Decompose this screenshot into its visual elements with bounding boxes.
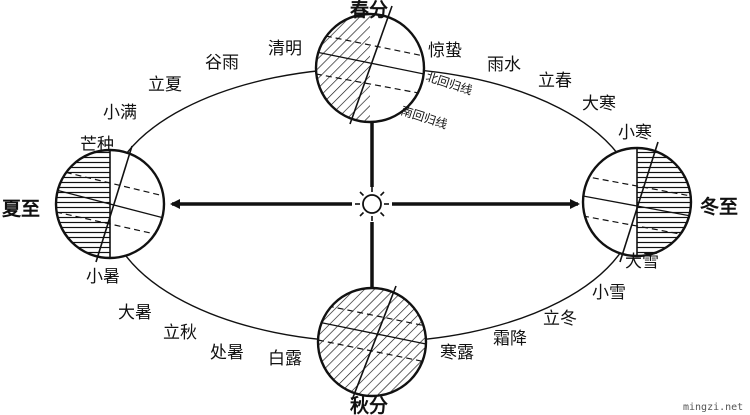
term-dahan: 大寒 [582, 94, 616, 114]
tropic-south-label: 南回归线 [399, 103, 449, 132]
term-lidong: 立冬 [543, 309, 577, 329]
term-daxue: 大雪 [625, 252, 659, 272]
term-xiaoxue: 小雪 [592, 283, 626, 303]
term-shuangjiang: 霜降 [493, 329, 527, 349]
term-hanlu: 寒露 [440, 343, 474, 363]
term-chushu: 处暑 [210, 343, 244, 363]
label-autumn-equinox: 秋分 [350, 394, 388, 415]
term-yushui: 雨水 [487, 55, 521, 75]
globe-winter-solstice [581, 141, 693, 263]
globe-autumn-equinox [316, 285, 428, 401]
term-guyu: 谷雨 [205, 53, 239, 73]
label-winter-solstice: 冬至 [700, 195, 738, 218]
label-spring-equinox: 春分 [350, 0, 388, 21]
term-lichun: 立春 [538, 71, 572, 91]
globe-summer-solstice [54, 145, 166, 263]
term-qingming: 清明 [268, 39, 302, 59]
watermark-text: mingzi.net [683, 402, 743, 413]
term-bailu: 白露 [268, 349, 302, 369]
term-xiaoman: 小满 [103, 103, 137, 123]
term-lixia: 立夏 [148, 75, 182, 95]
term-xiaohan: 小寒 [618, 123, 652, 143]
term-xiaoshu: 小暑 [86, 267, 120, 287]
term-liqiu: 立秋 [163, 323, 197, 343]
term-jingzhe: 惊蛰 [428, 41, 462, 61]
term-mangzhong: 芒种 [80, 135, 114, 155]
label-summer-solstice: 夏至 [2, 198, 40, 220]
term-dashu: 大暑 [118, 303, 152, 323]
sun-icon [355, 187, 389, 221]
